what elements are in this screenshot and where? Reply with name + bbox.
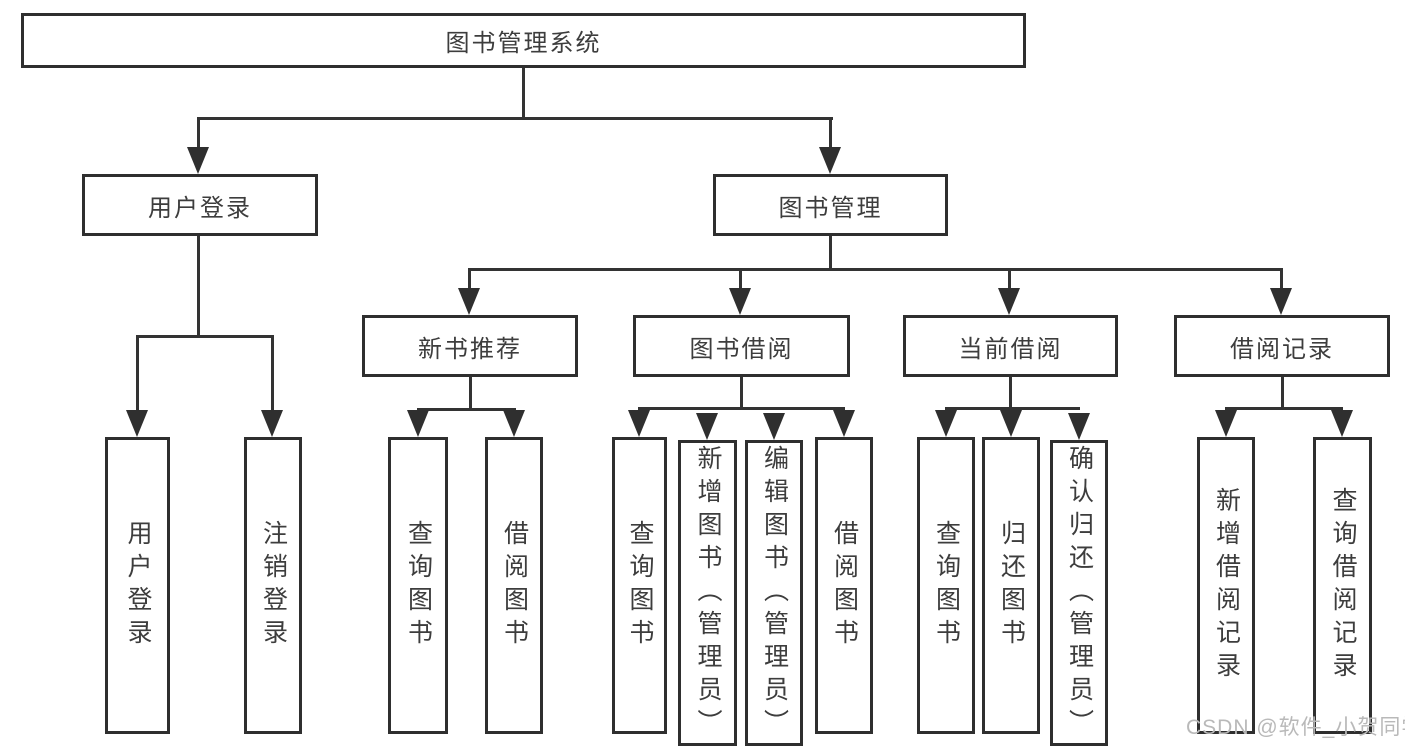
arrowhead-query-books-borrow <box>628 410 650 437</box>
connector-newbook-hbar <box>417 408 516 411</box>
leaf-add-books-admin-label: 新增图书（管理员） <box>694 444 722 742</box>
csdn-watermark: CSDN @软件_小贺同学 <box>1186 716 1405 739</box>
arrowhead-user-login <box>187 147 209 174</box>
arrowhead-query-books-current <box>935 410 957 437</box>
arrowhead-current-borrow <box>998 288 1020 315</box>
connector-drop-user-login <box>197 117 200 148</box>
leaf-borrow-books-label: 借阅图书 <box>830 519 859 652</box>
leaf-return-books-label: 归还图书 <box>997 519 1026 652</box>
node-borrow-records: 借阅记录 <box>1174 315 1390 377</box>
arrowhead-add-borrow-record <box>1215 410 1237 437</box>
node-root-library-system: 图书管理系统 <box>21 13 1026 68</box>
leaf-query-books-current-label: 查询图书 <box>932 519 961 652</box>
arrowhead-borrow-books <box>833 410 855 437</box>
leaf-borrow-books-recommend: 借阅图书 <box>485 437 543 734</box>
arrowhead-new-book-recommend <box>458 288 480 315</box>
node-book-borrow-label: 图书借阅 <box>689 335 794 363</box>
arrowhead-query-borrow-record <box>1331 410 1353 437</box>
node-root-label: 图书管理系统 <box>445 30 602 57</box>
arrowhead-leaf-logout <box>261 410 283 437</box>
leaf-borrow-books: 借阅图书 <box>815 437 873 734</box>
node-current-borrow-label: 当前借阅 <box>958 335 1063 363</box>
leaf-query-borrow-record: 查询借阅记录 <box>1313 437 1372 734</box>
connector-drop-borrow-records <box>1280 268 1283 290</box>
connector-records-stem <box>1281 377 1284 407</box>
leaf-edit-books-admin: 编辑图书（管理员） <box>745 440 803 746</box>
leaf-borrow-books-recommend-label: 借阅图书 <box>500 519 529 652</box>
leaf-edit-books-admin-label: 编辑图书（管理员） <box>760 444 789 742</box>
connector-borrow-hbar <box>638 407 845 410</box>
arrowhead-return-books <box>1000 410 1022 437</box>
connector-drop-new-book <box>468 268 471 290</box>
leaf-confirm-return-admin: 确认归还（管理员） <box>1050 440 1108 746</box>
connector-drop-book-management <box>829 117 832 148</box>
connector-current-stem <box>1009 377 1012 407</box>
leaf-query-books-borrow-label: 查询图书 <box>626 519 654 652</box>
arrowhead-book-borrow <box>729 288 751 315</box>
leaf-user-login-label: 用户登录 <box>124 519 152 652</box>
node-current-borrow: 当前借阅 <box>903 315 1118 377</box>
arrowhead-confirm-return-admin <box>1068 413 1090 440</box>
node-user-login-branch: 用户登录 <box>82 174 318 236</box>
node-book-borrow: 图书借阅 <box>633 315 850 377</box>
connector-root-stem <box>522 68 525 118</box>
node-borrow-records-label: 借阅记录 <box>1230 335 1334 363</box>
connector-userlogin-hbar <box>136 335 274 338</box>
node-book-management-label: 图书管理 <box>778 194 883 222</box>
node-new-book-recommend-label: 新书推荐 <box>418 335 522 363</box>
node-user-login-label: 用户登录 <box>148 194 252 222</box>
connector-drop-current-borrow <box>1008 268 1011 290</box>
arrowhead-add-books-admin <box>696 413 718 440</box>
connector-records-hbar <box>1225 407 1343 410</box>
node-book-management-branch: 图书管理 <box>713 174 948 236</box>
connector-drop-leaf-user-login <box>136 335 139 411</box>
leaf-return-books: 归还图书 <box>982 437 1040 734</box>
leaf-query-borrow-record-label: 查询借阅记录 <box>1329 486 1357 685</box>
connector-userlogin-stem <box>197 236 200 335</box>
leaf-add-books-admin: 新增图书（管理员） <box>678 440 737 746</box>
connector-bookmgmt-stem <box>829 236 832 268</box>
connector-newbook-stem <box>469 377 472 408</box>
arrowhead-edit-books-admin <box>763 413 785 440</box>
node-new-book-recommend: 新书推荐 <box>362 315 578 377</box>
leaf-query-books-borrow: 查询图书 <box>612 437 667 734</box>
connector-drop-book-borrow <box>739 268 742 290</box>
leaf-logout: 注销登录 <box>244 437 302 734</box>
connector-drop-leaf-logout <box>271 335 274 411</box>
connector-bookmgmt-hbar <box>468 268 1282 271</box>
leaf-query-books-recommend-label: 查询图书 <box>404 519 433 652</box>
arrowhead-borrow-records <box>1270 288 1292 315</box>
leaf-user-login: 用户登录 <box>105 437 170 734</box>
arrowhead-borrow-books-recommend <box>503 410 525 437</box>
arrowhead-book-management <box>819 147 841 174</box>
arrowhead-query-books-recommend <box>407 410 429 437</box>
leaf-query-books-recommend: 查询图书 <box>388 437 448 734</box>
leaf-confirm-return-admin-label: 确认归还（管理员） <box>1065 444 1094 742</box>
leaf-add-borrow-record-label: 新增借阅记录 <box>1212 486 1241 685</box>
connector-current-hbar <box>945 407 1080 410</box>
leaf-logout-label: 注销登录 <box>259 519 288 652</box>
leaf-query-books-current: 查询图书 <box>917 437 975 734</box>
connector-root-hbar <box>197 117 833 120</box>
leaf-add-borrow-record: 新增借阅记录 <box>1197 437 1255 734</box>
connector-borrow-stem <box>740 377 743 407</box>
arrowhead-leaf-user-login <box>126 410 148 437</box>
